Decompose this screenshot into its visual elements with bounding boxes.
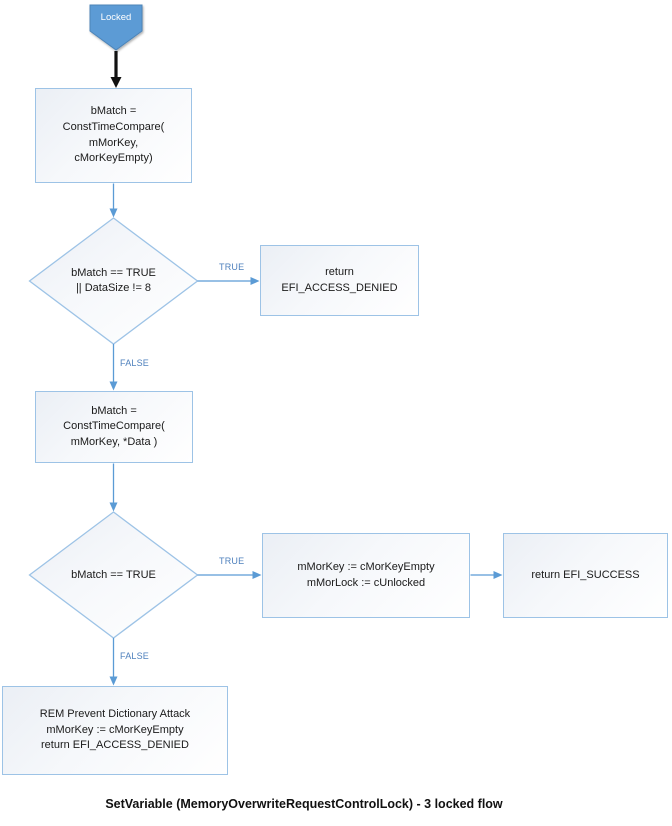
process-dictionary-attack-text: REM Prevent Dictionary Attack mMorKey :=… (39, 708, 191, 752)
process-compare-empty-node: bMatch = ConstTimeCompare( mMorKey, cMor… (35, 88, 192, 183)
decision-empty-text: bMatch == TRUE || DataSize != 8 (71, 267, 156, 295)
process-compare-empty-text: bMatch = ConstTimeCompare( mMorKey, cMor… (62, 105, 165, 165)
edge-label-true-1: TRUE (219, 262, 245, 272)
process-return-access-denied-text: return EFI_ACCESS_DENIED (281, 265, 398, 294)
process-unlock-text: mMorKey := cMorKeyEmpty mMorLock := cUnl… (297, 560, 435, 589)
decision-match-text: bMatch == TRUE (71, 569, 156, 581)
process-dictionary-attack-node: REM Prevent Dictionary Attack mMorKey :=… (2, 686, 228, 775)
process-unlock-node: mMorKey := cMorKeyEmpty mMorLock := cUnl… (262, 533, 470, 618)
process-return-success-node: return EFI_SUCCESS (503, 533, 668, 618)
process-compare-data-node: bMatch = ConstTimeCompare( mMorKey, *Dat… (35, 391, 193, 463)
diagram-caption: SetVariable (MemoryOverwriteRequestContr… (105, 797, 503, 811)
edge-label-true-2: TRUE (219, 556, 245, 566)
edge-label-false-2: FALSE (120, 651, 150, 661)
edge-label-false-1: FALSE (120, 358, 150, 368)
start-node-label: Locked (100, 12, 132, 23)
process-compare-data-text: bMatch = ConstTimeCompare( mMorKey, *Dat… (63, 404, 165, 448)
process-return-access-denied-node: return EFI_ACCESS_DENIED (260, 245, 419, 316)
process-return-success-text: return EFI_SUCCESS (531, 568, 640, 581)
start-pentagon-shape (89, 4, 143, 51)
